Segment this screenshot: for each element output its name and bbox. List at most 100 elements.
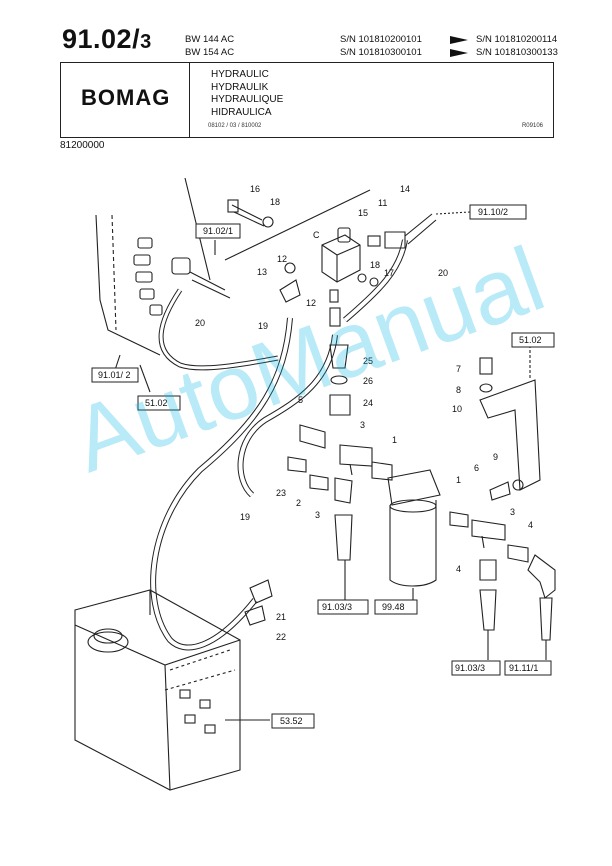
callout: 19 bbox=[240, 512, 250, 522]
frame-dashed-line bbox=[111, 214, 117, 331]
ref-label: 91.01/ 2 bbox=[98, 370, 131, 380]
fitting bbox=[329, 289, 339, 303]
callout: 23 bbox=[276, 488, 286, 498]
fitting-nut bbox=[284, 262, 296, 274]
check-valve bbox=[329, 344, 349, 369]
callout: 1 bbox=[392, 435, 397, 445]
callout: 4 bbox=[528, 520, 533, 530]
callout: 13 bbox=[257, 267, 267, 277]
callout: 20 bbox=[195, 318, 205, 328]
hose-stub bbox=[334, 514, 353, 561]
washer bbox=[262, 216, 274, 228]
serial-from: S/N 101810200101 bbox=[340, 34, 422, 45]
callout: 2 bbox=[296, 498, 301, 508]
callout: 20 bbox=[438, 268, 448, 278]
callout: 11 bbox=[378, 198, 387, 208]
callout: 7 bbox=[456, 364, 461, 374]
hose-stub bbox=[539, 597, 553, 641]
nipple-fitting bbox=[371, 461, 393, 481]
callout: 16 bbox=[250, 184, 260, 194]
callout: 3 bbox=[360, 420, 365, 430]
hose-middle-inner bbox=[238, 334, 337, 497]
callout: 15 bbox=[358, 208, 368, 218]
callout: 17 bbox=[384, 268, 394, 278]
washer bbox=[512, 479, 524, 491]
ref-label: 91.03/3 bbox=[455, 663, 485, 673]
fitting bbox=[244, 605, 266, 626]
seal-ring bbox=[330, 375, 348, 385]
arrow-right-icon bbox=[450, 35, 468, 44]
title-block: BOMAG HYDRAULIC HYDRAULIK HYDRAULIQUE HI… bbox=[60, 62, 554, 138]
fitting bbox=[329, 307, 341, 327]
hose-right-inner bbox=[343, 239, 407, 322]
callout: 4 bbox=[456, 564, 461, 574]
ref-box bbox=[91, 367, 139, 383]
valve-fittings-left bbox=[133, 237, 231, 316]
callout: 21 bbox=[276, 612, 286, 622]
ref-box bbox=[451, 660, 501, 676]
serial-to: S/N 101810300133 bbox=[476, 47, 558, 58]
elbow-fitting bbox=[527, 554, 556, 599]
ref-label: 51.02 bbox=[519, 335, 542, 345]
hose-long-inner bbox=[151, 317, 292, 650]
filter-unit bbox=[387, 469, 441, 587]
model-item: BW 144 AC bbox=[185, 34, 235, 45]
hose-right bbox=[343, 239, 408, 323]
ref-box bbox=[271, 713, 315, 729]
callout: 9 bbox=[493, 452, 498, 462]
callout: 22 bbox=[276, 632, 286, 642]
frame-line bbox=[224, 189, 371, 261]
bolt bbox=[231, 204, 265, 227]
fitting bbox=[287, 456, 307, 473]
bolt-head bbox=[227, 199, 239, 213]
callout: 5 bbox=[298, 395, 303, 405]
callout: 6 bbox=[474, 463, 479, 473]
callout: 14 bbox=[400, 184, 410, 194]
leader-line bbox=[487, 630, 547, 660]
section-title: HYDRAULIC bbox=[211, 69, 269, 80]
ref-box bbox=[317, 599, 369, 615]
callout: 1 bbox=[456, 475, 461, 485]
callout-numbers: 16 18 14 11 15 C 12 13 18 17 20 12 20 19… bbox=[195, 184, 533, 642]
callout: 18 bbox=[370, 260, 380, 270]
serial-from: S/N 101810300101 bbox=[340, 47, 422, 58]
ref-label: 91.11/1 bbox=[509, 663, 538, 673]
washer bbox=[479, 383, 493, 393]
hydraulic-tank bbox=[74, 589, 241, 791]
serial-ranges: S/N 101810200101 S/N 101810200114 S/N 10… bbox=[340, 33, 558, 59]
page-number: 91.02/3 bbox=[62, 24, 152, 54]
revision-code: R09106 bbox=[521, 123, 543, 129]
arrow-right-icon bbox=[450, 48, 468, 57]
mounting-bracket bbox=[479, 345, 541, 491]
callout: 26 bbox=[363, 376, 373, 386]
elbow-fitting bbox=[279, 279, 301, 303]
frame-line bbox=[95, 214, 161, 356]
fitting bbox=[507, 544, 529, 563]
fitting bbox=[479, 559, 497, 581]
fitting-tee bbox=[384, 213, 437, 249]
hose-left-inner bbox=[159, 289, 279, 370]
washer bbox=[357, 273, 367, 283]
callout: 3 bbox=[315, 510, 320, 520]
serial-range-row: S/N 101810300101 S/N 101810300133 bbox=[340, 46, 558, 59]
callout: C bbox=[313, 230, 320, 240]
screw bbox=[479, 357, 493, 375]
leader-line bbox=[435, 211, 471, 215]
ref-box bbox=[137, 395, 181, 411]
ref-box bbox=[511, 332, 555, 348]
section-title: HYDRAULIQUE bbox=[211, 94, 284, 105]
callout: 24 bbox=[363, 398, 373, 408]
callout: 3 bbox=[510, 507, 515, 517]
part-number: 81200000 bbox=[60, 140, 105, 151]
ref-label: 91.03/3 bbox=[322, 602, 352, 612]
fitting bbox=[334, 477, 353, 504]
fitting bbox=[309, 474, 329, 491]
tee-block bbox=[299, 424, 326, 449]
screw bbox=[489, 481, 511, 501]
doc-code: 08102 / 03 / 810002 bbox=[208, 123, 262, 129]
fitting bbox=[367, 235, 381, 247]
model-item: BW 154 AC bbox=[185, 47, 235, 58]
adapter bbox=[329, 394, 351, 416]
callout: 19 bbox=[258, 321, 268, 331]
